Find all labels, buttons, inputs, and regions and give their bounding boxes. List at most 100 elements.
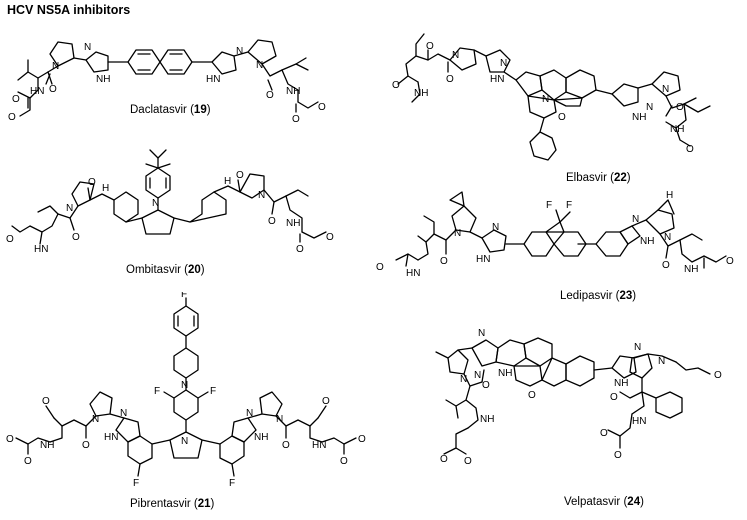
atom-hn: HN bbox=[476, 254, 490, 265]
atom-o: O bbox=[686, 144, 694, 155]
atom-f: F bbox=[229, 478, 235, 489]
atom-nh: NH bbox=[286, 218, 300, 229]
compound-name: Elbasvir bbox=[566, 172, 607, 184]
atom-nh: NH bbox=[684, 264, 698, 275]
caption-ledipasvir: Ledipasvir (23) bbox=[560, 290, 637, 302]
atom-nh: NH bbox=[480, 414, 494, 425]
atom-n: N bbox=[52, 61, 59, 72]
atom-o: O bbox=[392, 80, 400, 91]
atom-o: O bbox=[714, 370, 722, 381]
caption-velpatasvir: Velpatasvir (24) bbox=[564, 496, 644, 508]
atom-o: O bbox=[8, 112, 16, 123]
compound-name: Daclatasvir bbox=[130, 104, 187, 116]
atom-n: N bbox=[662, 84, 669, 95]
atom-f: F bbox=[133, 478, 139, 489]
figure-title: HCV NS5A inhibitors bbox=[7, 3, 131, 17]
atom-hn: HN bbox=[206, 74, 220, 85]
atom-n: N bbox=[454, 228, 461, 239]
atom-o: O bbox=[292, 114, 300, 125]
compound-number: 24 bbox=[627, 496, 641, 508]
compound-number: 20 bbox=[187, 264, 201, 276]
atom-nh: NH bbox=[670, 124, 684, 135]
atom-n: N bbox=[66, 203, 73, 214]
atom-f: F bbox=[154, 386, 160, 397]
atom-o: O bbox=[482, 380, 490, 391]
atom-o: O bbox=[358, 434, 366, 445]
atom-h: H bbox=[102, 183, 109, 194]
compound-name: Velpatasvir bbox=[564, 496, 621, 508]
compound-number: 22 bbox=[613, 172, 627, 184]
atom-n: N bbox=[460, 374, 467, 385]
compound-number: 19 bbox=[193, 104, 207, 116]
atom-o: O bbox=[558, 112, 566, 123]
atom-o: O bbox=[268, 216, 276, 227]
daclatasvir-molecule: N N NH N HN N HN O O O O NH O O bbox=[8, 39, 326, 125]
atom-o: O bbox=[6, 434, 14, 445]
atom-o: O bbox=[24, 456, 32, 467]
atom-o: O bbox=[82, 440, 90, 451]
atom-n: N bbox=[478, 328, 485, 339]
atom-o: O bbox=[614, 450, 622, 461]
atom-o: O bbox=[296, 244, 304, 255]
atom-hn: HN bbox=[406, 268, 420, 279]
structure-velpatasvir: N N NH O N NH N O O HN O O N O NH O O bbox=[380, 312, 742, 492]
structure-elbasvir: O O NH O N N HN N O N NH N NH O O bbox=[380, 14, 742, 174]
atom-o: O bbox=[610, 392, 618, 403]
compound-name: Ledipasvir bbox=[560, 290, 613, 302]
atom-f: F bbox=[566, 200, 572, 211]
ombitasvir-molecule: H O N H O N O HN O N O NH O O bbox=[6, 149, 334, 255]
atom-o: O bbox=[440, 256, 448, 267]
atom-o: O bbox=[49, 84, 57, 95]
compound-number: 23 bbox=[619, 290, 633, 302]
atom-n: N bbox=[256, 60, 263, 71]
atom-o: O bbox=[464, 456, 472, 467]
caption-daclatasvir: Daclatasvir (19) bbox=[130, 104, 211, 116]
atom-o: O bbox=[528, 390, 536, 401]
elbasvir-molecule: O O NH O N N HN N O N NH N NH O O bbox=[392, 33, 711, 161]
atom-n: N bbox=[152, 198, 159, 209]
structure-ombitasvir: H O N H O N O HN O N O NH O O bbox=[0, 142, 360, 277]
pibrentasvir-molecule: F N F F N F F N HN N NH N N O O O O NH H… bbox=[6, 289, 366, 489]
ledipasvir-molecule: F F N N HN O HN O N NH H N O NH O bbox=[376, 190, 734, 279]
atom-f: F bbox=[181, 292, 187, 300]
atom-o: O bbox=[88, 177, 96, 188]
atom-o: O bbox=[318, 102, 326, 113]
atom-nh: NH bbox=[498, 368, 512, 379]
atom-n: N bbox=[181, 380, 188, 391]
atom-n: N bbox=[181, 436, 188, 447]
atom-o: O bbox=[6, 234, 14, 245]
atom-n: N bbox=[632, 214, 639, 225]
atom-nh: NH bbox=[640, 236, 654, 247]
atom-hn: HN bbox=[632, 416, 646, 427]
caption-pibrentasvir: Pibrentasvir (21) bbox=[130, 498, 215, 510]
compound-number: 21 bbox=[197, 498, 211, 510]
atom-hn: HN bbox=[312, 440, 326, 451]
atom-n: N bbox=[246, 408, 253, 419]
atom-hn: HN bbox=[490, 74, 504, 85]
atom-n: N bbox=[492, 222, 499, 233]
atom-nh: NH bbox=[96, 74, 110, 85]
atom-o: O bbox=[322, 396, 330, 407]
atom-o: O bbox=[72, 232, 80, 243]
atom-o: O bbox=[446, 74, 454, 85]
atom-o: O bbox=[676, 102, 684, 113]
atom-n: N bbox=[474, 370, 481, 381]
atom-h: H bbox=[666, 190, 673, 201]
atom-hn: HN bbox=[30, 86, 44, 97]
atom-o: O bbox=[266, 90, 274, 101]
structure-daclatasvir: N N NH N HN N HN O O O O NH O O bbox=[0, 18, 330, 138]
atom-nh: NH bbox=[254, 432, 268, 443]
atom-n: N bbox=[634, 342, 641, 353]
atom-o: O bbox=[282, 440, 290, 451]
atom-f: F bbox=[210, 386, 216, 397]
atom-n: N bbox=[452, 50, 459, 61]
atom-n: N bbox=[658, 356, 665, 367]
atom-o: O bbox=[426, 41, 434, 52]
atom-nh: NH bbox=[414, 88, 428, 99]
atom-n: N bbox=[120, 408, 127, 419]
atom-o: O bbox=[726, 256, 734, 267]
atom-hn: HN bbox=[104, 432, 118, 443]
structure-ledipasvir: F F N N HN O HN O N NH H N O NH O bbox=[370, 186, 742, 292]
atom-h: H bbox=[224, 176, 231, 187]
atom-n: N bbox=[258, 190, 265, 201]
